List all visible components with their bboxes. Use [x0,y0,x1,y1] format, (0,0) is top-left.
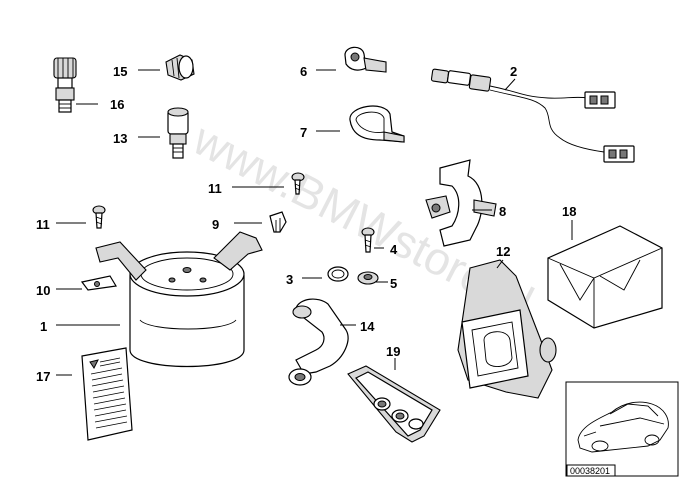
vehicle-inset: 00038201 [565,381,679,477]
callout-13: 13 [113,131,127,146]
part-18-package[interactable] [547,225,663,329]
callout-11-left: 11 [36,217,50,232]
callout-3: 3 [286,272,293,287]
callout-11-upper: 11 [208,181,222,196]
part-17-info-sheet[interactable] [81,347,133,441]
callout-17: 17 [36,369,50,384]
part-11-screw-upper[interactable] [291,172,305,195]
callout-14: 14 [360,319,375,334]
callout-4: 4 [390,242,398,257]
callout-15: 15 [113,64,127,79]
part-11-screw-left[interactable] [92,205,106,229]
callout-7: 7 [300,125,307,140]
callout-6: 6 [300,64,307,79]
part-5-washer[interactable] [357,271,379,285]
callout-18: 18 [562,204,576,219]
part-14-hose[interactable] [288,298,349,386]
part-2-wiring-harness[interactable] [430,68,635,163]
callout-16: 16 [110,97,124,112]
part-3-o-ring[interactable] [327,266,349,282]
part-19-cover-plate[interactable] [347,365,441,443]
part-1-receiver-dryer[interactable] [80,231,263,368]
part-15-cap[interactable] [165,54,195,81]
part-6-cable-clip[interactable] [344,46,387,73]
callout-19: 19 [386,344,400,359]
callout-8: 8 [499,204,506,219]
part-9-clip[interactable] [269,211,287,233]
part-16-pressure-switch[interactable] [53,57,77,113]
part-13-pressure-sensor[interactable] [167,107,189,159]
part-4-screw[interactable] [361,227,375,253]
callout-9: 9 [212,217,219,232]
callout-2: 2 [510,64,517,79]
callout-1: 1 [40,319,47,334]
part-7-mounting-strap[interactable] [349,105,405,143]
part-12-air-duct[interactable] [457,259,557,399]
callout-5: 5 [390,276,397,291]
callout-10: 10 [36,283,50,298]
part-8-holder[interactable] [425,159,497,247]
callout-12: 12 [496,244,510,259]
reference-code: 00038201 [570,466,610,476]
